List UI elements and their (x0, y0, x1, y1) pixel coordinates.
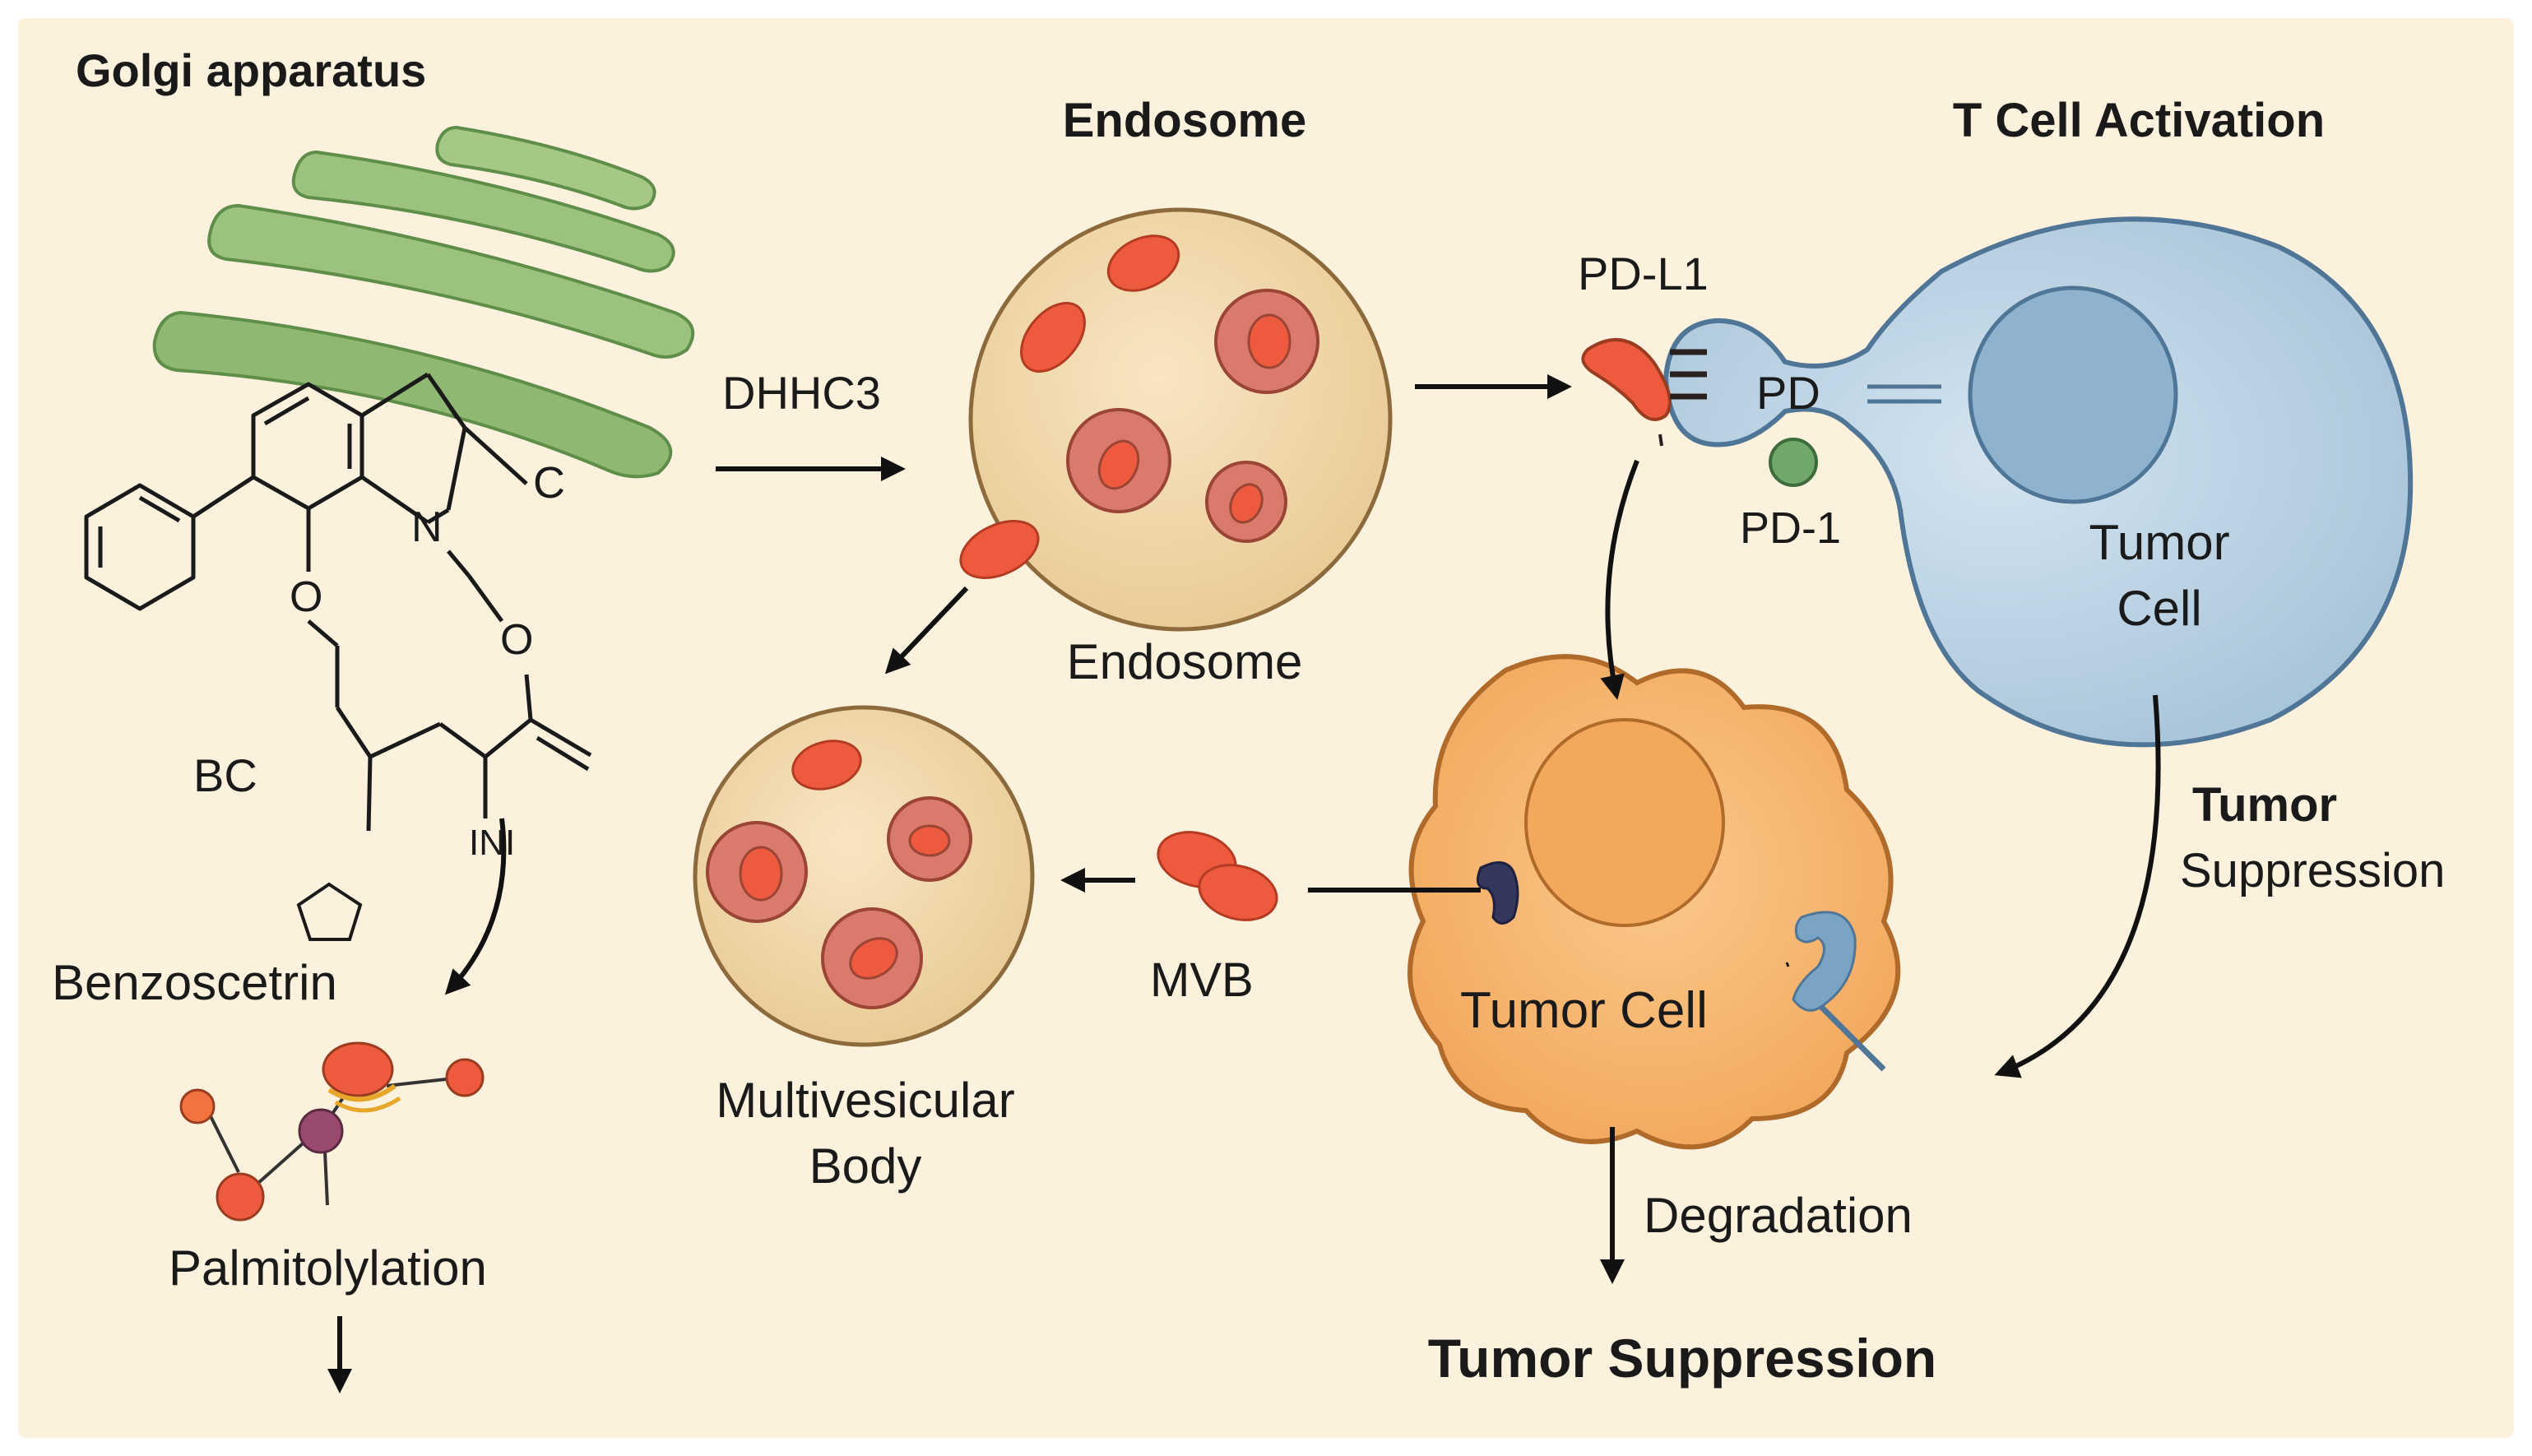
benzoscetrin-label: Benzoscetrin (52, 955, 337, 1010)
t-cell-activation-title: T Cell Activation (1952, 94, 2326, 147)
pd-1-label: PD-1 (1740, 503, 1842, 553)
multivesicular-body (693, 705, 1035, 1047)
chem-n-label: N (411, 503, 443, 551)
chem-c-label: C (533, 458, 565, 508)
degradation-label: Degradation (1644, 1188, 1913, 1243)
chemical-structure (84, 372, 592, 832)
tumor-suppression-side-bold: Tumor (2192, 778, 2338, 832)
pd-1-receptor (1769, 438, 1818, 487)
endosome-title: Endosome (1062, 94, 1307, 147)
palmitoylation-molecule (179, 1041, 485, 1222)
chem-o1-label: O (290, 573, 323, 621)
mvb-vesicles (1157, 831, 1278, 921)
bc-label: BC (193, 749, 257, 801)
tumor-cell-orange-label: Tumor Cell (1460, 982, 1708, 1039)
palmitoylation-label: Palmitolylation (169, 1240, 487, 1296)
t-cell (1662, 216, 2414, 748)
arrow-endosome-to-mvb (884, 586, 969, 675)
arrow-benzoscetrin-down (444, 818, 507, 995)
tumor-suppression-bottom: Tumor Suppression (1427, 1328, 1937, 1389)
pd-label: PD (1756, 367, 1820, 419)
multivesicular-label-line1: Multivesicular (716, 1073, 1015, 1128)
mvb-label: MVB (1150, 953, 1254, 1007)
endosome (959, 207, 1393, 632)
tumor-cell-orange (1407, 654, 1901, 1150)
pd-l1-label: PD-L1 (1578, 248, 1709, 299)
tumor-cell-blue-line2: Cell (2117, 581, 2202, 636)
tumor-suppression-side: Suppression (2180, 844, 2446, 897)
arrow-pdl1-to-tumor-cell (1600, 459, 1639, 700)
arrows (327, 374, 2161, 1393)
multivesicular-label-line2: Body (809, 1138, 922, 1194)
ini-label: INI (469, 823, 516, 863)
arrow-blue-to-orange (1994, 694, 2161, 1078)
pentagon-icon (296, 882, 363, 941)
golgi-title: Golgi apparatus (76, 44, 427, 96)
golgi-apparatus (152, 125, 695, 479)
endosome-label: Endosome (1066, 634, 1303, 689)
tumor-cell-blue-line1: Tumor (2089, 515, 2230, 570)
pd-l1-protein (1581, 338, 1707, 447)
chem-o2-label: O (500, 616, 534, 664)
dhhc3-label: DHHC3 (722, 367, 881, 419)
